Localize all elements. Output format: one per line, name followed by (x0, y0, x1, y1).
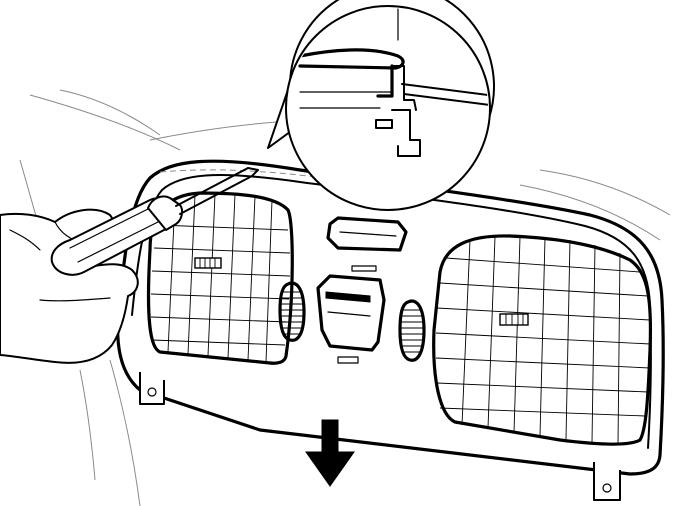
magnified-clip-detail-icon (267, 0, 495, 211)
screwdriver-icon (50, 167, 259, 276)
arrow-down-icon (305, 419, 355, 487)
left-vent-grille (146, 191, 294, 365)
windshield-outline-icon (19, 89, 671, 506)
center-controls (278, 216, 426, 364)
center-vent-panel-icon (116, 159, 665, 501)
right-vent-grille (432, 234, 653, 446)
